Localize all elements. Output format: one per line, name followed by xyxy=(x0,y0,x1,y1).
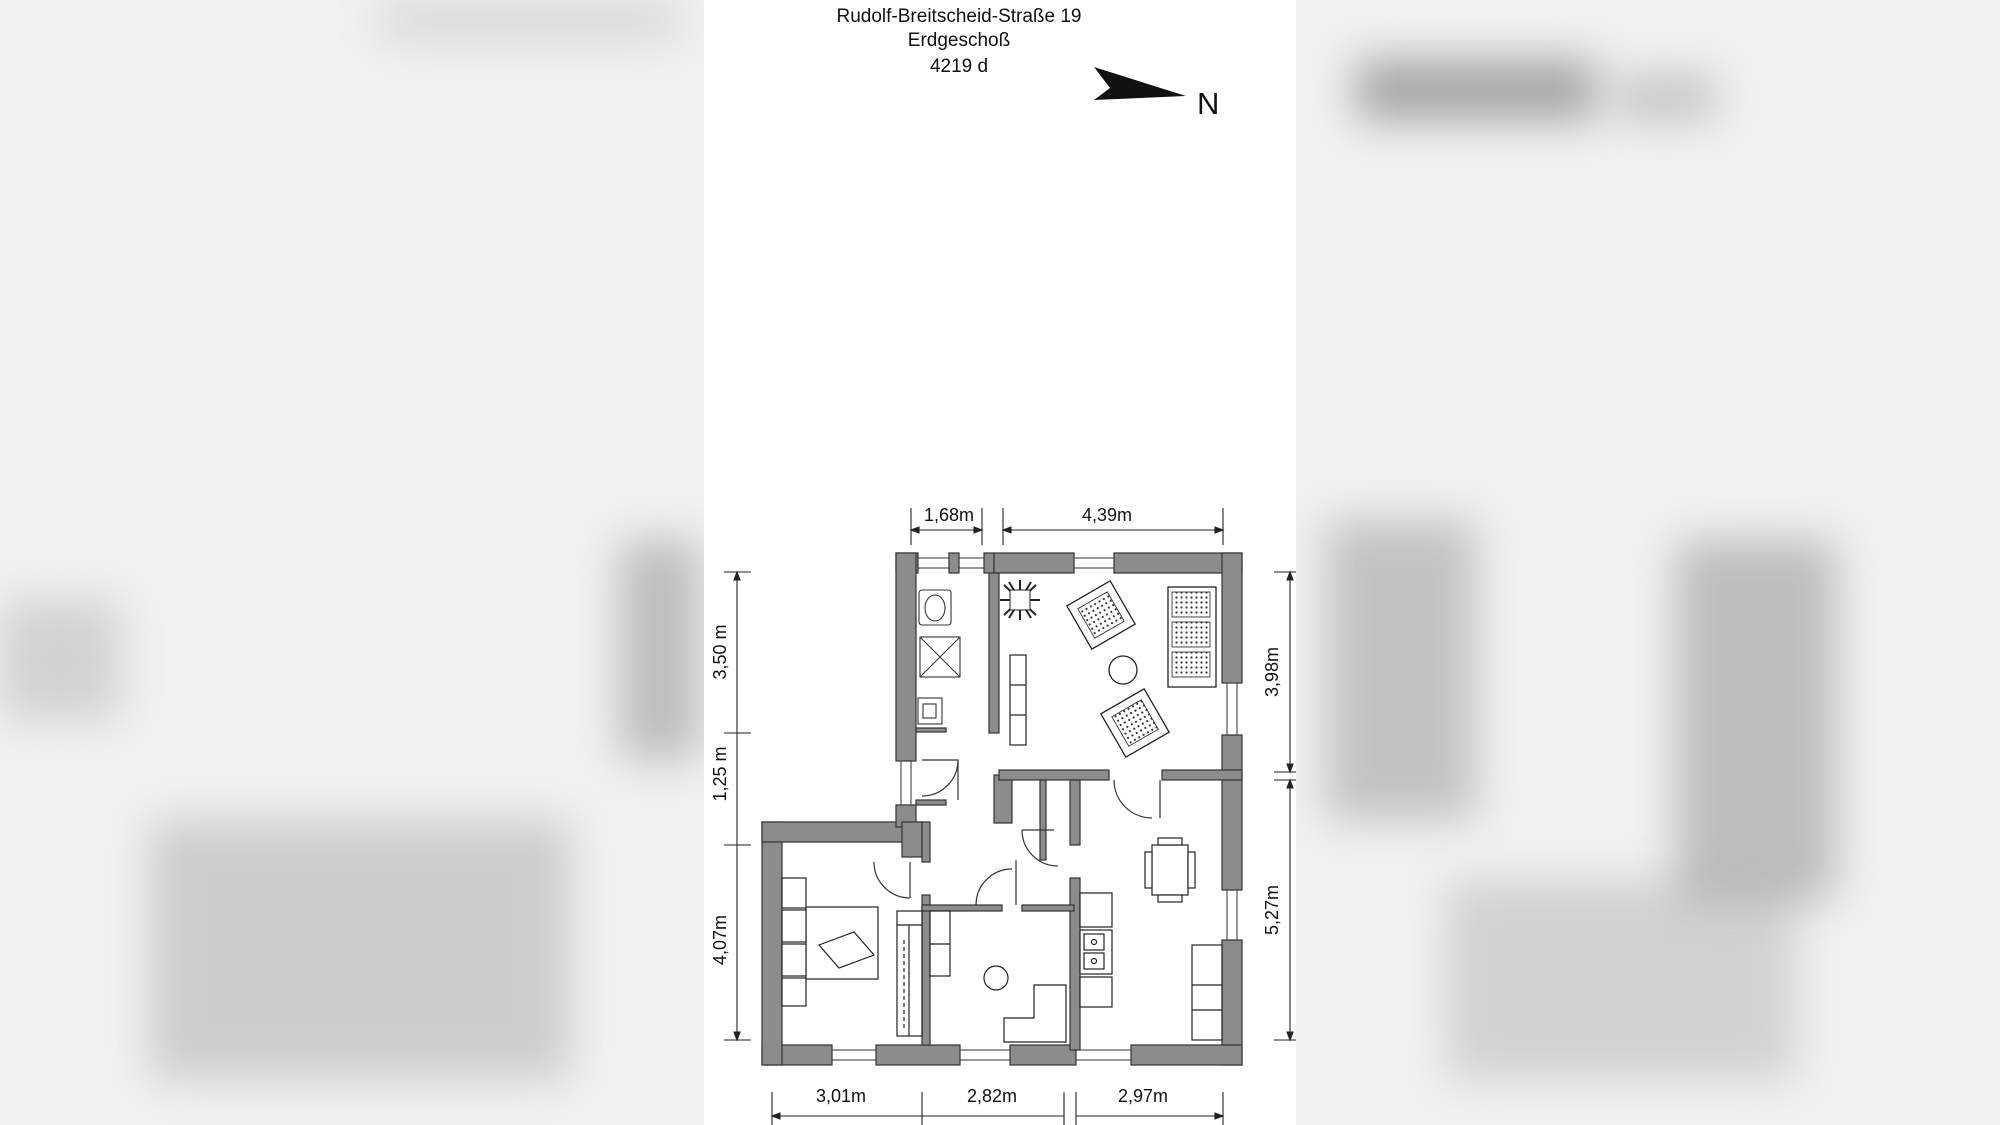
armchair-icon-bottom xyxy=(1099,687,1171,759)
office-furniture xyxy=(983,965,1067,1043)
dim-top-left: 1,68m xyxy=(924,505,974,525)
plan-address: Rudolf-Breitscheid-Straße 19 xyxy=(837,6,1082,27)
stove-icon xyxy=(1079,976,1113,1008)
shower-tray xyxy=(919,636,961,678)
blurred-background-left xyxy=(0,0,704,1125)
dim-left-lower: 4,07m xyxy=(710,915,730,965)
floor-plan-panel: Rudolf-Breitscheid-Straße 19 Erdgeschoß … xyxy=(704,0,1296,1125)
floor-plan-drawing: Rudolf-Breitscheid-Straße 19 Erdgeschoß … xyxy=(710,6,1296,1125)
pillow-top xyxy=(781,909,807,943)
office-chair-icon xyxy=(983,965,1009,991)
sofa-icon xyxy=(1167,586,1217,688)
bed-blanket-fold xyxy=(817,931,876,969)
armchair-icon-top xyxy=(1065,579,1137,651)
dim-bottom-left: 3,01m xyxy=(816,1086,866,1106)
dim-bottom-right: 2,97m xyxy=(1118,1086,1168,1106)
doors xyxy=(873,759,1161,906)
kitchen-counter xyxy=(1079,892,1113,928)
pillow-bottom xyxy=(781,943,807,977)
dim-bottom-middle: 2,82m xyxy=(967,1086,1017,1106)
corner-desk-icon xyxy=(1003,984,1067,1043)
kitchen-cabinet xyxy=(1191,944,1223,1041)
north-label: N xyxy=(1197,86,1219,121)
dim-right-lower: 5,27m xyxy=(1262,885,1282,935)
toilet-bowl xyxy=(924,594,946,622)
dim-left-upper: 3,50 m xyxy=(710,624,730,679)
nightstand-bottom xyxy=(781,977,807,1007)
dining-table-icon xyxy=(1151,844,1189,896)
north-arrow-icon: N xyxy=(1094,67,1219,121)
plan-reference: 4219 d xyxy=(930,56,988,77)
living-room-furniture xyxy=(1000,579,1217,759)
sink-icon xyxy=(917,697,943,725)
coffee-table-icon xyxy=(1108,655,1138,685)
nightstand-top xyxy=(781,877,807,909)
windows xyxy=(832,557,1238,1061)
dimension-lines xyxy=(724,508,1296,1125)
bedroom-furniture xyxy=(781,877,951,1037)
dim-right-upper: 3,98m xyxy=(1262,647,1282,697)
dim-left-middle: 1,25 m xyxy=(710,746,730,801)
sideboard-icon xyxy=(1009,654,1027,746)
dimension-labels: 1,68m 4,39m 3,01m 2,82m 2,97m 3,50 m 1,2… xyxy=(710,505,1282,1106)
toilet-icon xyxy=(918,589,952,626)
plan-floor: Erdgeschoß xyxy=(908,30,1010,51)
blurred-background-right xyxy=(1296,0,2000,1125)
walls xyxy=(761,552,1243,1066)
dim-top-right: 4,39m xyxy=(1082,505,1132,525)
bathroom-fixtures xyxy=(917,589,961,725)
kitchen-furniture xyxy=(1079,837,1223,1041)
